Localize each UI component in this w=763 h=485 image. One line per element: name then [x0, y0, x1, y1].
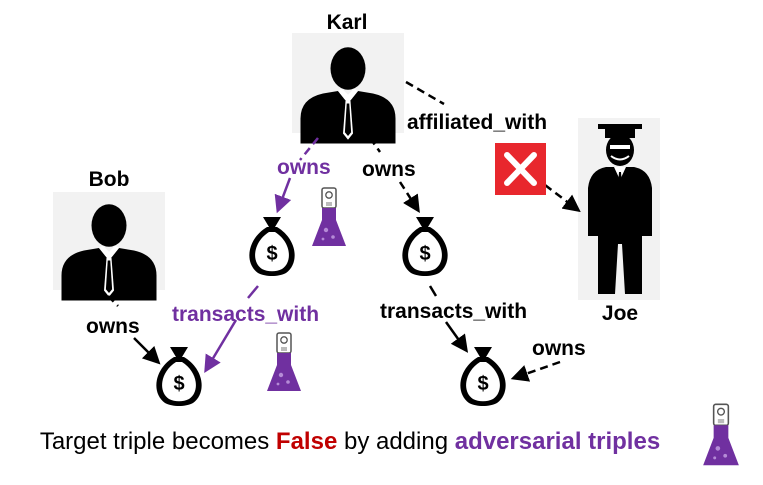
edge-label-joe-owns: owns	[532, 337, 586, 360]
edge-joe-owns	[510, 360, 561, 382]
edge-label-bob-owns: owns	[86, 315, 140, 338]
money-bag-icon	[249, 217, 295, 276]
karl-label: Karl	[327, 11, 368, 34]
money-bag-icon	[402, 217, 448, 276]
x-mark-icon	[495, 143, 546, 195]
edge-karl-owns	[368, 137, 382, 153]
edge-label-transacts-adversarial: transacts_with	[172, 303, 319, 326]
edge-karl-owns-arrow	[398, 181, 420, 213]
edge-transacts	[428, 285, 438, 297]
caption-text-middle: by adding	[337, 428, 455, 455]
caption-adversarial-word: adversarial triples	[454, 428, 661, 455]
edge-bob-owns	[107, 295, 119, 307]
money-bag-icon	[460, 347, 506, 406]
caption-text-start: Target triple becomes	[39, 428, 276, 455]
edge-adversarial-transacts	[247, 285, 259, 299]
edge-label-owns-adversarial: owns	[277, 156, 331, 179]
edge-label-transacts: transacts_with	[380, 300, 527, 323]
edge-label-affiliated-with: affiliated_with	[407, 111, 547, 134]
bob-node: Bob	[53, 168, 165, 301]
edge-karl-affiliated-joe	[405, 80, 445, 106]
edge-karl-owns-adversarial-arrow	[274, 177, 292, 214]
money-bag-icon	[156, 347, 202, 406]
edge-label-owns: owns	[362, 158, 416, 181]
flask-icon	[311, 187, 347, 247]
edge-karl-affiliated-joe-arrow	[544, 184, 581, 213]
bob-label: Bob	[89, 168, 130, 191]
edge-bob-owns-arrow	[133, 337, 161, 365]
joe-node: Joe	[578, 118, 660, 325]
mobster-icon	[588, 124, 652, 294]
edge-karl-owns-adversarial	[299, 137, 319, 161]
joe-label: Joe	[602, 302, 638, 325]
karl-node: Karl	[292, 11, 404, 144]
flask-icon	[702, 403, 740, 466]
edge-adversarial-transacts-arrow	[204, 319, 238, 374]
caption: Target triple becomes False by adding ad…	[0, 428, 700, 456]
flask-icon	[266, 332, 302, 392]
edge-transacts-arrow	[444, 321, 469, 353]
caption-false-word: False	[275, 428, 338, 455]
